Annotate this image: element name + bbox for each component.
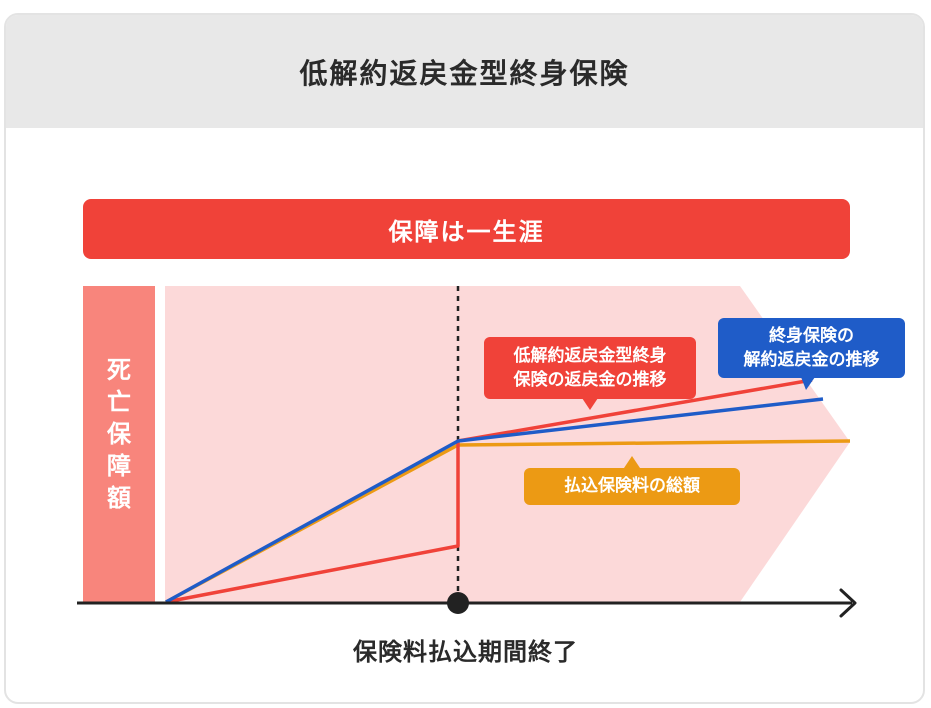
- red-callout-tail: [582, 398, 598, 410]
- diagram-title: 低解約返戻金型終身保険: [299, 56, 630, 90]
- blue-callout-tail: [801, 377, 815, 390]
- callout-text: 終身保険の: [769, 326, 854, 346]
- premium-total-callout: 払込保険料の総額: [524, 468, 740, 505]
- side-label-char: 亡: [107, 388, 131, 416]
- side-label-char: 額: [107, 484, 131, 512]
- side-label-char: 死: [107, 356, 131, 384]
- payment-end-marker: [447, 592, 469, 614]
- coverage-band: 保障は一生涯: [83, 199, 850, 259]
- card-header: 低解約返戻金型終身保険: [6, 15, 923, 128]
- side-label-char: 障: [107, 452, 131, 480]
- callout-text: 解約返戻金の推移: [743, 350, 880, 370]
- death-benefit-label: 死 亡 保 障 額: [83, 286, 155, 602]
- axis-arrowhead: [839, 588, 857, 618]
- callout-text: 保険の返戻金の推移: [513, 370, 667, 390]
- orange-callout-tail: [624, 456, 640, 468]
- side-label-char: 保: [107, 420, 131, 448]
- payment-end-label: 保険料払込期間終了: [353, 638, 578, 666]
- death-benefit-bar: [83, 286, 155, 602]
- low-surrender-value-line: [165, 378, 813, 604]
- callout-text: 低解約返戻金型終身: [513, 346, 667, 366]
- whole-life-surrender-value-callout: 終身保険の 解約返戻金の推移: [718, 318, 905, 378]
- callout-text: 払込保険料の総額: [564, 476, 700, 496]
- whole-life-surrender-value-line: [165, 397, 824, 604]
- low-surrender-value-callout: 低解約返戻金型終身 保険の返戻金の推移: [484, 337, 696, 399]
- coverage-band-label: 保障は一生涯: [388, 217, 545, 246]
